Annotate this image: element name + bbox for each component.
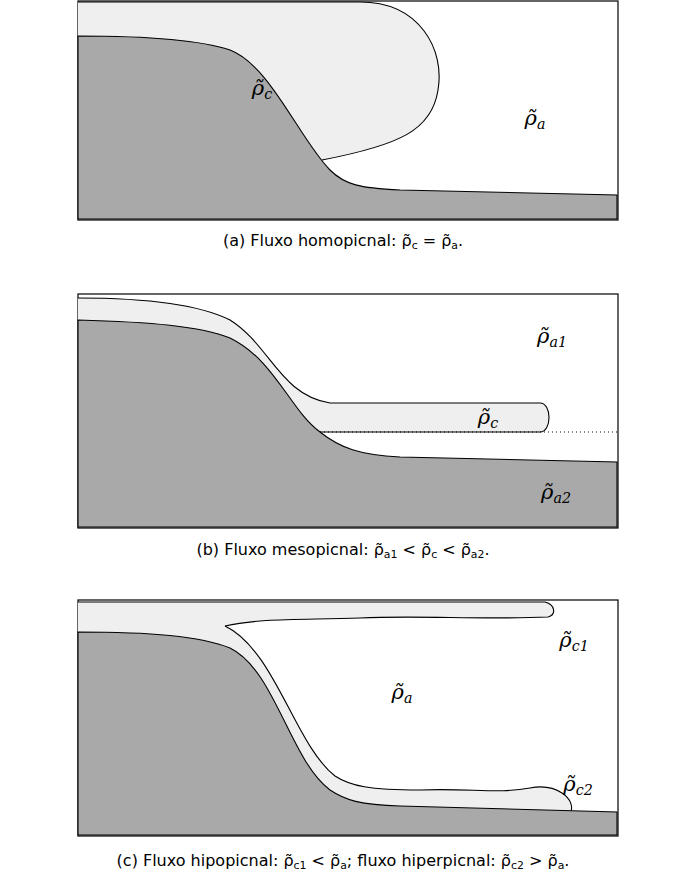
frame [78,1,618,220]
density-label: ρ̃c2 [563,772,592,796]
density-level [320,432,617,433]
density-label: ρ̃c [478,405,498,429]
density-label: ρ̃a [392,680,413,704]
density-label: ρ̃c1 [559,628,588,652]
panel-b [78,294,618,528]
density-label: ρ̃a [525,106,546,130]
panel-caption: (c) Fluxo hipopicnal: ρ̃c1 < ρ̃a; fluxo … [117,851,570,870]
panel-c [78,600,618,836]
seabed [78,632,617,835]
frame [78,294,618,528]
seabed [78,320,617,527]
density-label: ρ̃c [252,76,272,100]
panel-a [78,1,618,220]
seabed [78,36,617,219]
panel-caption: (a) Fluxo homopicnal: ρ̃c = ρ̃a. [223,231,463,250]
panel-caption: (b) Fluxo mesopicnal: ρ̃a1 < ρ̃c < ρ̃a2. [196,540,489,559]
frame [78,600,618,836]
hypopycnal-fill [78,602,554,626]
density-label: ρ̃a2 [541,480,571,504]
hypopycnal-outline [78,602,554,626]
density-label: ρ̃a1 [537,324,567,348]
